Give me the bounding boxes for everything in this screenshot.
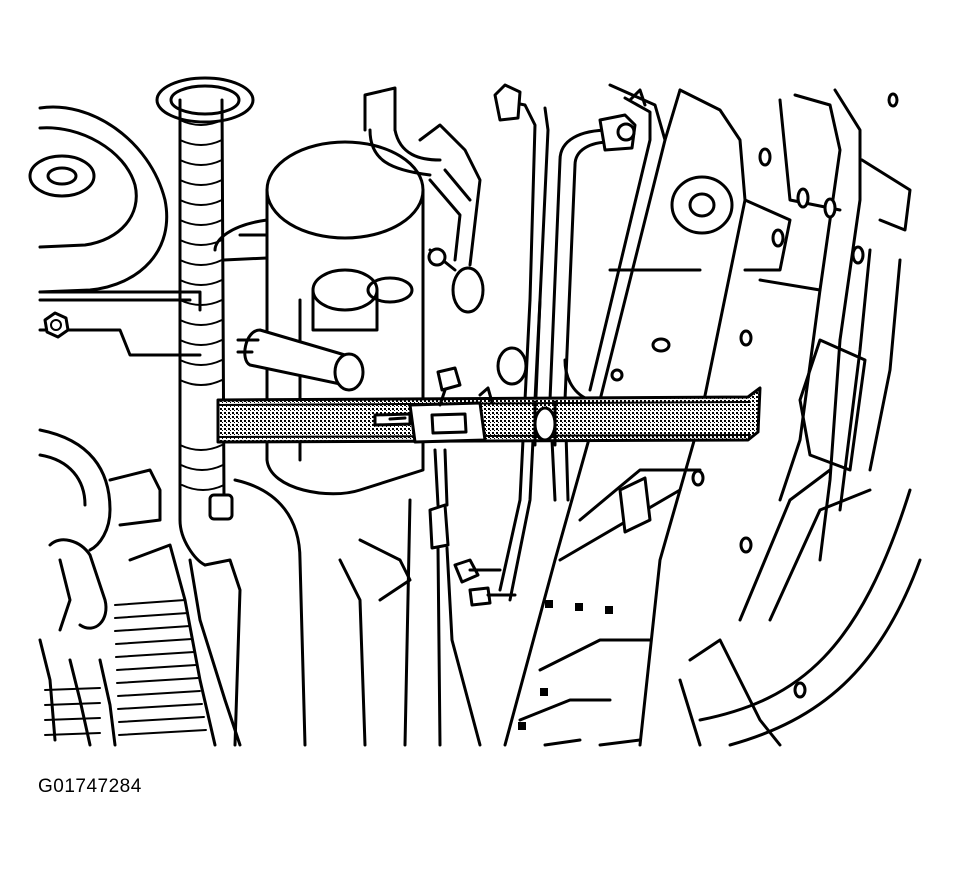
radiator-fins: [45, 600, 206, 735]
oil-cooler-hose-fitting: [238, 330, 363, 390]
dipstick-tube: [157, 78, 253, 565]
sensor-connector: [438, 368, 460, 405]
nut-icon: [45, 313, 68, 337]
lower-hose: [190, 480, 305, 745]
oil-filter-strap: [218, 388, 760, 445]
lower-left-engine: [40, 430, 215, 745]
frame-rail: [505, 85, 920, 745]
bolt-icon: [429, 249, 445, 265]
lower-fittings: [340, 450, 515, 745]
oil-filter: [215, 142, 423, 494]
frame-holes: [498, 94, 897, 730]
upper-hoses: [365, 88, 483, 312]
pulley-left: [30, 107, 167, 292]
left-bracket: [40, 292, 200, 355]
figure-id-label: G01747284: [38, 776, 142, 797]
